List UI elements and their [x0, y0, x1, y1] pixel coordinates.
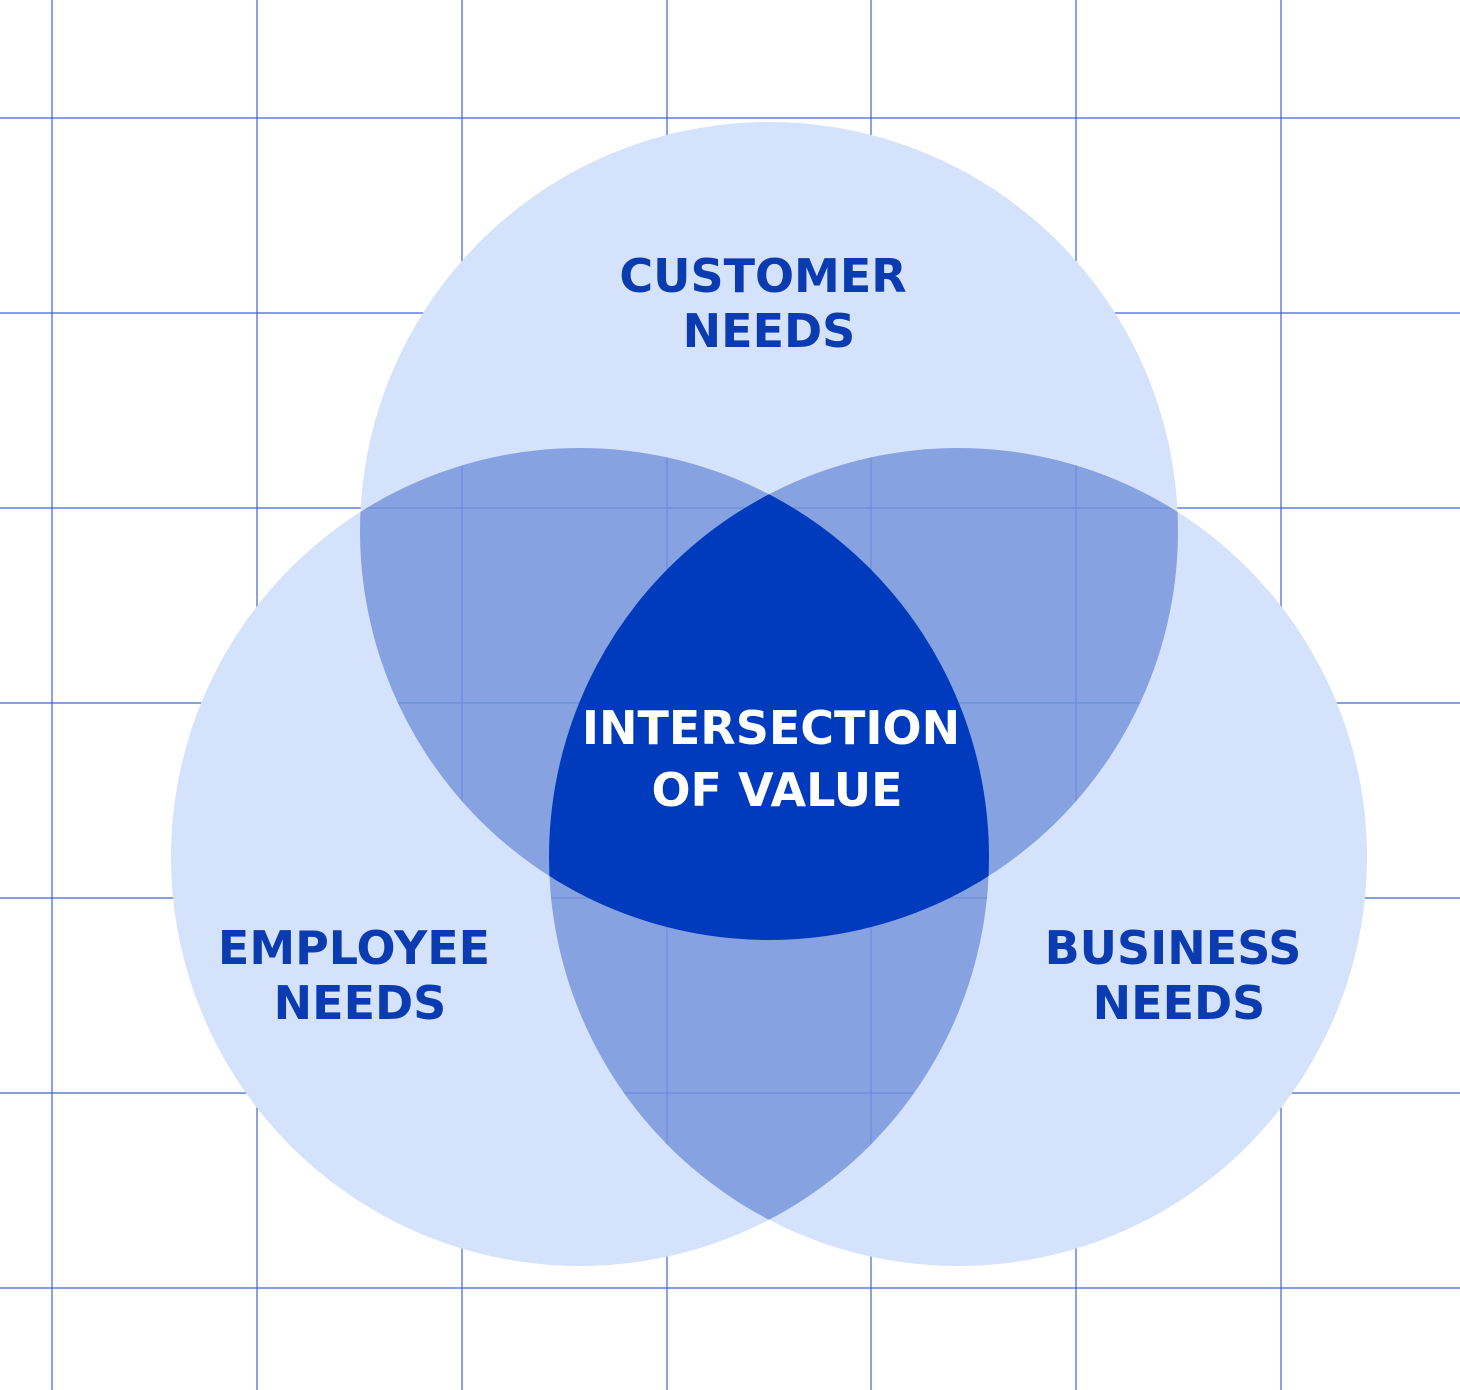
customer-needs-label-line1: CUSTOMER [619, 249, 906, 303]
employee-needs-label-line1: EMPLOYEE [218, 921, 490, 975]
customer-needs-label-line2: NEEDS [683, 304, 856, 358]
intersection-label-line2: OF VALUE [651, 763, 902, 817]
employee-needs-label-line2: NEEDS [274, 976, 447, 1030]
business-needs-label-line2: NEEDS [1093, 976, 1266, 1030]
intersection-label-line1: INTERSECTION [582, 701, 960, 755]
intersection-of-value-region [549, 448, 989, 940]
business-needs-label-line1: BUSINESS [1045, 921, 1302, 975]
